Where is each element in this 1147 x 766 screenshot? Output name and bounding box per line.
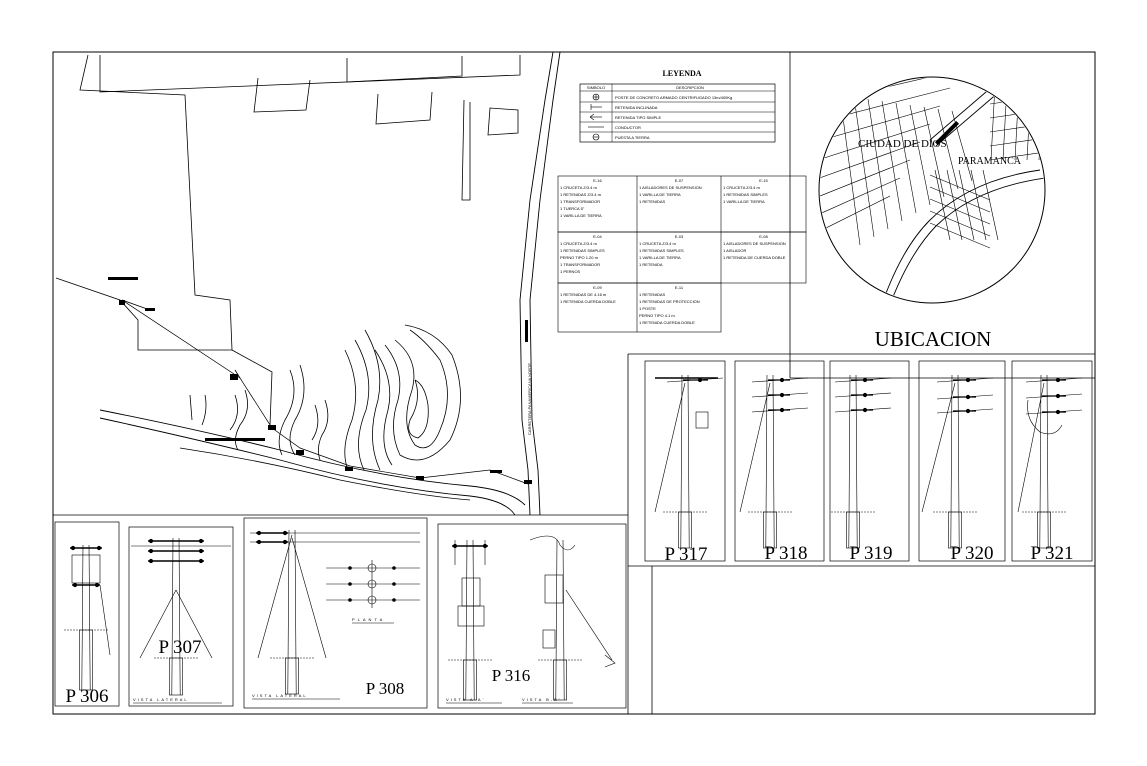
- spec-cell-line: 1 RETENIDAS: [639, 199, 666, 204]
- pole-elevation: [270, 529, 327, 695]
- legend-row-1: POSTE DE CONCRETO ARMADO CENTRIFUGADO 13…: [615, 95, 732, 100]
- pole-panels-frames: [54, 360, 1093, 709]
- legend-title: LEYENDA: [662, 69, 701, 78]
- city-label: CIUDAD DE DIOS: [858, 138, 947, 150]
- legend-row-4: CONDUCTOR: [615, 125, 641, 130]
- spec-cell-line: 1 CRUCETA Z/3.4 m: [560, 241, 597, 246]
- view-label-vista-aa: VISTA A-A': [446, 697, 485, 702]
- pole-elevation: [1017, 374, 1066, 549]
- spec-cell-line: 1 RETENIDA CUERDA DOBLE: [560, 299, 616, 304]
- pole-elevation: [538, 539, 582, 701]
- pole-label-p320: P 320: [950, 543, 993, 564]
- spec-cell-line: 1 AISLADORES DE SUSPENSION: [639, 185, 702, 190]
- spec-cell-line: 1 VARILLA DE TIERRA: [639, 255, 681, 260]
- pole-label-p317: P 317: [664, 544, 707, 565]
- spec-cell-line: 1 RETENIDAS DE PROTECCION: [639, 299, 700, 304]
- pole-elevation: [739, 374, 792, 549]
- pole-label-p308: P 308: [366, 679, 405, 698]
- sheet-border: [52, 51, 1096, 715]
- spec-cell-line: 1 CRUCETA Z/3.4 m: [639, 241, 676, 246]
- spec-cell-head: E-04: [593, 234, 602, 239]
- spec-cell-line: 1 RETENIDAS SIMPLES: [639, 248, 684, 253]
- spec-cell-head: E-15: [759, 178, 768, 183]
- spec-cell-line: 1 PERNOS: [560, 269, 581, 274]
- spec-cell-line: 1 AISLADOR: [723, 248, 746, 253]
- legend-pole-symbol-icon: [592, 93, 600, 101]
- spec-cell-head: E-11: [675, 285, 684, 290]
- spec-cell-line: 1 TRANSFORMADOR: [560, 199, 600, 204]
- spec-cell-line: 1 VARILLA DE TIERRA: [560, 213, 602, 218]
- legend-row-2: RETENIDA INCLINADA: [615, 105, 658, 110]
- spec-cell-line: 1 RETENIDAS DE 4.16 m: [560, 292, 607, 297]
- spec-cell-line: 1 RETENIDAS Z/3.4 m: [560, 192, 602, 197]
- spec-table-cells: E-16 1 CRUCETA Z/3.4 m 1 RETENIDAS Z/3.4 m…: [560, 178, 786, 325]
- spec-cell-head: E-09: [593, 285, 602, 290]
- pole-elevation: [654, 374, 707, 549]
- legend-row-3: RETENIDA TIPO SIMPLE: [615, 115, 661, 120]
- pole-elevation: [64, 544, 108, 691]
- legend-col-desc: DESCRIPCION: [676, 85, 704, 90]
- location-title: UBICACION: [875, 327, 992, 351]
- legend-col-symbol: SIMBOLO: [587, 85, 605, 90]
- pole-label-p319: P 319: [849, 543, 892, 564]
- legend-inclined-guy-icon: [590, 104, 602, 110]
- spec-cell-head: E-16: [593, 178, 602, 183]
- spec-cell-line: 1 RETENIDAS SIMPLES: [560, 248, 605, 253]
- pole-label-p316: P 316: [492, 666, 531, 685]
- pole-label-p321: P 321: [1030, 543, 1073, 564]
- pole-label-p307: P 307: [158, 637, 201, 658]
- pole-label-p306: P 306: [65, 686, 108, 707]
- pole-elevation: [448, 539, 492, 701]
- view-label-lateral-1: VISTA LATERAL: [133, 697, 189, 702]
- legend-ground-icon: [592, 133, 600, 141]
- view-label-vista-bb: VISTA B-B': [522, 697, 562, 702]
- spec-table: [557, 175, 807, 333]
- pole-elevation: [831, 374, 875, 549]
- legend-row-5: PUESTA A TIERRA: [615, 135, 650, 140]
- spec-cell-line: 1 VARILLA DE TIERRA: [639, 192, 681, 197]
- site-plan-markers: [108, 277, 532, 484]
- pole-label-p318: P 318: [764, 543, 807, 564]
- view-label-lateral-2: VISTA LATERAL: [252, 693, 308, 698]
- spec-cell-line: 1 RETENIDA DE CUERDA DOBLE: [723, 255, 786, 260]
- spec-cell-head: E-08: [759, 234, 768, 239]
- district-label: PARAMANCA: [958, 156, 1022, 167]
- site-plan: [55, 51, 561, 516]
- location-map: CIUDAD DE DIOS PARAMANCA: [818, 76, 1046, 304]
- spec-cell-line: 1 AISLADORES DE SUSPENSION: [723, 241, 786, 246]
- spec-cell-line: 1 RETENIDAS SIMPLES: [723, 192, 768, 197]
- spec-cell-line: 1 RETENIDA: [639, 262, 663, 267]
- spec-cell-line: 1 RETENIDA CUERDA DOBLE: [639, 320, 695, 325]
- spec-cell-head: E-07: [675, 178, 684, 183]
- road-marker-map: [934, 120, 960, 146]
- spec-cell-line: PERNO TIPO 1.20 m: [560, 255, 599, 260]
- pole-elevation: [921, 374, 977, 549]
- view-label-planta: PLANTA: [352, 617, 385, 622]
- spec-cell-line: 1 POSTE: [639, 306, 656, 311]
- legend-box: LEYENDA SIMBOLO DESCRIPCION POSTE DE CON…: [579, 69, 776, 143]
- spec-cell-line: PERNO TIPO 4.1 m: [639, 313, 675, 318]
- spec-cell-line: 1 RETENIDAS: [639, 292, 666, 297]
- spec-cell-line: 1 TRANSFORMADOR: [560, 262, 600, 267]
- road-label: CARRETERA PANAMERICANA NORTE: [527, 363, 532, 435]
- spec-cell-line: 1 VARILLA DE TIERRA: [723, 199, 765, 204]
- legend-simple-guy-icon: [589, 113, 602, 121]
- spec-cell-line: 1 TUERCA 5": [560, 206, 585, 211]
- pole-drawings: [64, 374, 1083, 701]
- pole-elevation: [154, 537, 198, 696]
- spec-cell-line: 1 CRUCETA Z/3.4 m: [560, 185, 597, 190]
- spec-cell-line: 1 CRUCETA Z/3.4 m: [723, 185, 760, 190]
- spec-cell-head: E-03: [675, 234, 684, 239]
